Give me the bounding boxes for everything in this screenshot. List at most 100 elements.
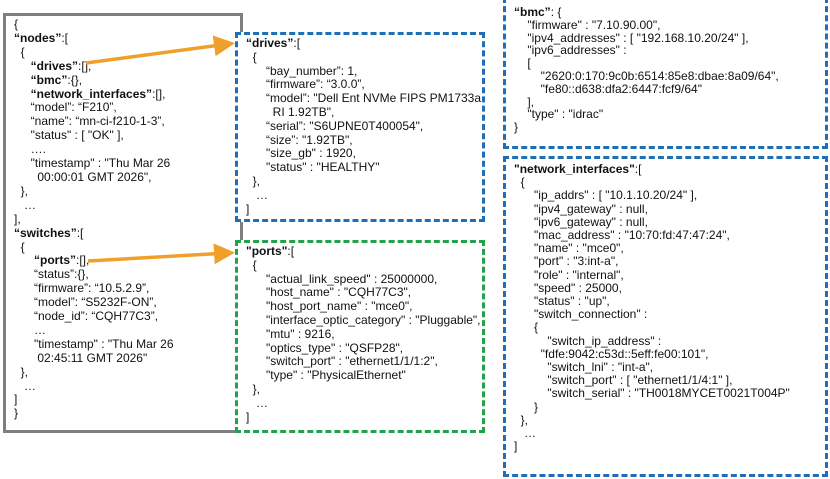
json-text: { xyxy=(14,17,19,31)
json-text: :[ xyxy=(634,162,642,176)
json-line: }, xyxy=(514,412,825,427)
json-line: "ipv6_addresses" : xyxy=(514,44,825,57)
json-text: "optics_type" : "QSFP28", xyxy=(266,340,404,355)
json-line: …. xyxy=(14,142,240,157)
json-line: "role" : "internal", xyxy=(514,268,825,282)
indent xyxy=(246,146,266,160)
json-text: "ipv6_addresses" : xyxy=(527,43,627,58)
indent xyxy=(514,175,521,189)
indent xyxy=(14,379,24,393)
json-text: "2620:0:170:9c0b:6514:85e8:dbae:8a09/64"… xyxy=(540,68,779,83)
json-line: } xyxy=(514,121,825,134)
json-text: "status" : "up", xyxy=(534,294,610,309)
indent xyxy=(246,285,266,299)
json-text: }, xyxy=(20,183,29,198)
json-text: "fdfe:9042:c53d::5eff:fe00:101", xyxy=(540,346,709,361)
json-line: “nodes”:[ xyxy=(14,31,240,46)
json-line: "type" : "PhysicalEthernet" xyxy=(246,368,482,383)
json-line: "port" : "3:int-a", xyxy=(514,255,825,268)
json-line: "fdfe:9042:c53d::5eff:fe00:101", xyxy=(514,346,825,361)
json-line: { xyxy=(246,258,482,273)
json-line: “network_interfaces”:[], xyxy=(14,87,240,102)
json-line: “node_id”: “CQH77C3”, xyxy=(14,309,240,324)
indent xyxy=(246,119,266,133)
json-line: "ipv4_addresses" : [ "192.168.10.20/24" … xyxy=(514,31,825,45)
json-line: "host_port_name" : "mce0", xyxy=(246,299,482,314)
json-line: ] xyxy=(246,202,482,217)
json-line: "ip_addrs" : [ "10.1.10.20/24" ], xyxy=(514,189,825,202)
json-text: “serial”: "S6UPNE0T400054", xyxy=(266,118,424,133)
json-line: "switch_serial" : "TH0018MYCET0021T004P" xyxy=(514,387,825,400)
json-text: :[ xyxy=(293,36,301,50)
json-text: … xyxy=(256,395,269,410)
json-text: "host_name" : "CQH77C3", xyxy=(266,285,412,300)
json-text: "switch_port" : "ethernet1/1/1:2", xyxy=(266,354,438,369)
json-line: “firmware”: “3.0.0”, xyxy=(246,77,482,92)
json-line: “status”:{}, xyxy=(14,267,240,282)
bmc-json-box: “bmc”: { "firmware" : "7.10.90.00", "ipv… xyxy=(503,0,828,149)
json-text: "switch_serial" : "TH0018MYCET0021T004P" xyxy=(547,386,790,401)
indent xyxy=(514,215,534,229)
indent xyxy=(246,354,266,368)
indent xyxy=(514,386,547,400)
ports-json-box: "ports":[ { "actual_link_speed" : 250000… xyxy=(235,240,485,433)
json-key: “drives” xyxy=(30,58,79,73)
json-text: { xyxy=(20,44,25,59)
json-line: “firmware”: “10.5.2.9”, xyxy=(14,281,240,296)
json-line: { xyxy=(514,176,825,189)
indent xyxy=(14,240,21,254)
json-text: { xyxy=(20,239,25,254)
indent xyxy=(246,50,253,64)
indent xyxy=(514,413,521,427)
json-line: "network_interfaces":[ xyxy=(514,162,825,176)
indent xyxy=(246,105,273,119)
indent xyxy=(514,188,534,202)
json-line: "switch_ip_address" : xyxy=(514,333,825,348)
indent xyxy=(14,45,21,59)
json-line: “drives”:[ xyxy=(246,36,482,51)
json-line: "2620:0:170:9c0b:6514:85e8:dbae:8a09/64"… xyxy=(514,70,825,83)
json-line: { xyxy=(246,50,482,65)
json-text: }, xyxy=(520,412,529,427)
json-line: … xyxy=(246,188,482,203)
json-line: … xyxy=(514,426,825,440)
json-text: "switch_ip_address" : xyxy=(547,333,662,348)
indent xyxy=(514,281,534,295)
json-line: ] xyxy=(514,440,825,453)
json-text: :{}, xyxy=(67,72,83,87)
json-line: "mtu" : 9216, xyxy=(246,326,482,342)
json-line: "ports":[ xyxy=(246,244,482,259)
indent xyxy=(514,254,534,268)
json-text: "ipv4_gateway" : null, xyxy=(534,201,648,216)
json-line: ] xyxy=(246,410,482,425)
json-line: } xyxy=(514,399,825,414)
json-line: “bmc”: { xyxy=(514,6,825,19)
json-key: "network_interfaces" xyxy=(514,162,635,176)
json-line: “name”: “mn-ci-f210-1-3”, xyxy=(14,114,240,129)
indent xyxy=(514,202,534,216)
json-line: … xyxy=(14,379,240,394)
json-line: … xyxy=(246,395,482,411)
json-line: "status" : "up", xyxy=(514,294,825,309)
json-text: } xyxy=(14,406,19,421)
indent xyxy=(14,128,31,142)
json-line: “switches”:[ xyxy=(14,226,240,241)
json-line: "size_gb" : 1920, xyxy=(246,146,482,161)
indent xyxy=(14,156,31,170)
json-key: “bmc” xyxy=(514,5,551,19)
json-line: "status" : [ "OK" ], xyxy=(14,128,240,143)
indent xyxy=(14,323,34,337)
indent xyxy=(14,142,31,156)
json-line: “bay_number”: 1, xyxy=(246,64,482,79)
indent xyxy=(14,100,31,114)
indent xyxy=(14,73,31,87)
json-text: “model”: “F210”, xyxy=(30,100,117,115)
json-text: } xyxy=(534,399,539,414)
json-text: ] xyxy=(14,392,18,407)
json-text: "mtu" : 9216, xyxy=(266,326,335,341)
json-text: ], xyxy=(527,94,535,109)
json-text: 02:45:11 GMT 2026" xyxy=(37,350,148,365)
json-line: ], xyxy=(514,94,825,109)
json-line: "fe80::d638:dfa2:6447:fcf9/64" xyxy=(514,82,825,96)
indent xyxy=(514,373,547,387)
